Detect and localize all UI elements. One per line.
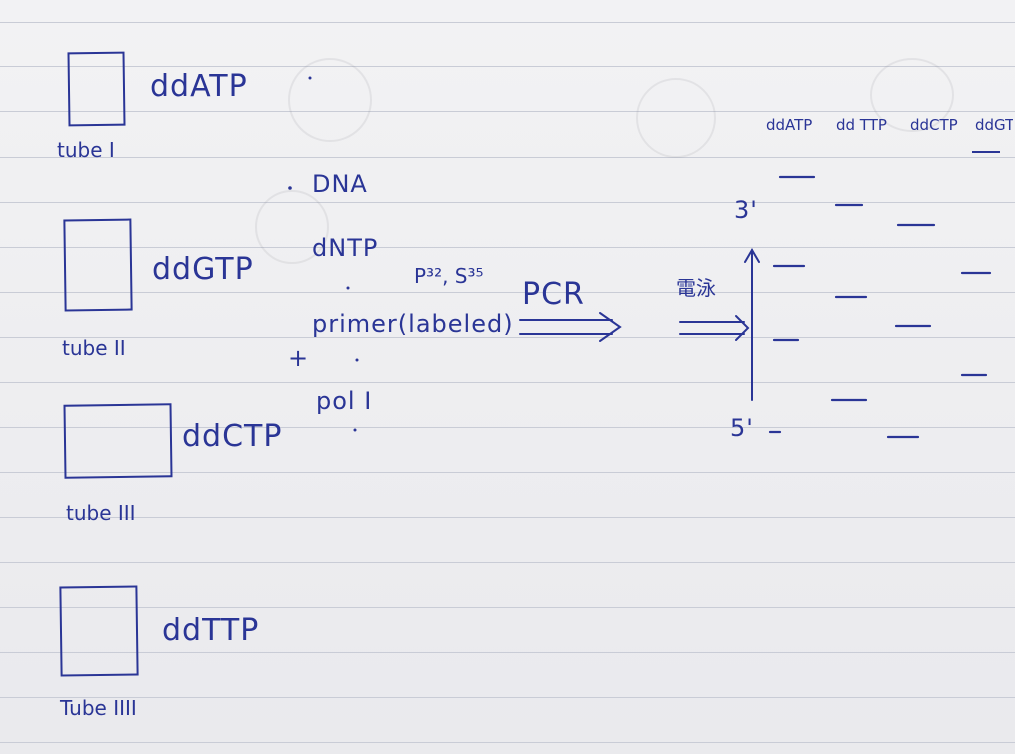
gel-3-prime-end: 3': [734, 196, 758, 224]
stray-dots: [288, 76, 359, 432]
ruled-line: [0, 337, 1015, 338]
gel-lane-label-2: dd TTP: [836, 116, 887, 134]
ruled-line: [0, 202, 1015, 203]
ruled-line: [0, 697, 1015, 698]
ruled-line: [0, 247, 1015, 248]
ruled-line: [0, 472, 1015, 473]
mix-primer: primer(labeled): [312, 310, 514, 338]
tube-3-label: tube III: [66, 501, 136, 525]
tube-4-reagent: ddTTP: [162, 613, 260, 648]
gel-direction-arrow: [744, 248, 760, 401]
tube-1-label: tube I: [57, 138, 115, 162]
ruled-line: [0, 22, 1015, 23]
pcr-arrow: [519, 312, 622, 342]
tube-4-label: Tube IIII: [60, 696, 137, 720]
mix-dna: DNA: [312, 170, 368, 198]
gel-lane-label-3: ddCTP: [910, 116, 958, 134]
pcr-label: PCR: [522, 277, 585, 312]
plus-sign: +: [288, 344, 310, 372]
gel-lane-label-4: ddGTP: [975, 118, 1013, 133]
isotope-label: P³², S³⁵: [414, 264, 484, 288]
ruled-line: [0, 742, 1015, 743]
tube-1-reagent: ddATP: [150, 69, 248, 104]
show-through-mark: [288, 58, 372, 142]
ruled-line: [0, 111, 1015, 112]
mix-dntp: dNTP: [312, 234, 379, 262]
ruled-line: [0, 517, 1015, 518]
ruled-line: [0, 607, 1015, 608]
ruled-line: [0, 157, 1015, 158]
ruled-line: [0, 427, 1015, 428]
ruled-line: [0, 562, 1015, 563]
ruled-line: [0, 382, 1015, 383]
gel-lane-label-1: ddATP: [766, 116, 813, 134]
electrophoresis-label: 電泳: [676, 276, 716, 300]
mix-pol: pol I: [316, 387, 373, 415]
ruled-line: [0, 292, 1015, 293]
show-through-mark: [870, 58, 954, 132]
show-through-mark: [255, 190, 329, 264]
gel-bands: [768, 175, 992, 439]
electrophoresis-arrow: [679, 315, 750, 341]
tube-3-reagent: ddCTP: [182, 419, 283, 454]
gel-5-prime-end: 5': [730, 414, 754, 442]
ruled-line: [0, 66, 1015, 67]
tube-2-label: tube II: [62, 336, 126, 360]
tube-2-reagent: ddGTP: [152, 252, 254, 287]
ruled-line: [0, 652, 1015, 653]
show-through-mark: [636, 78, 716, 158]
